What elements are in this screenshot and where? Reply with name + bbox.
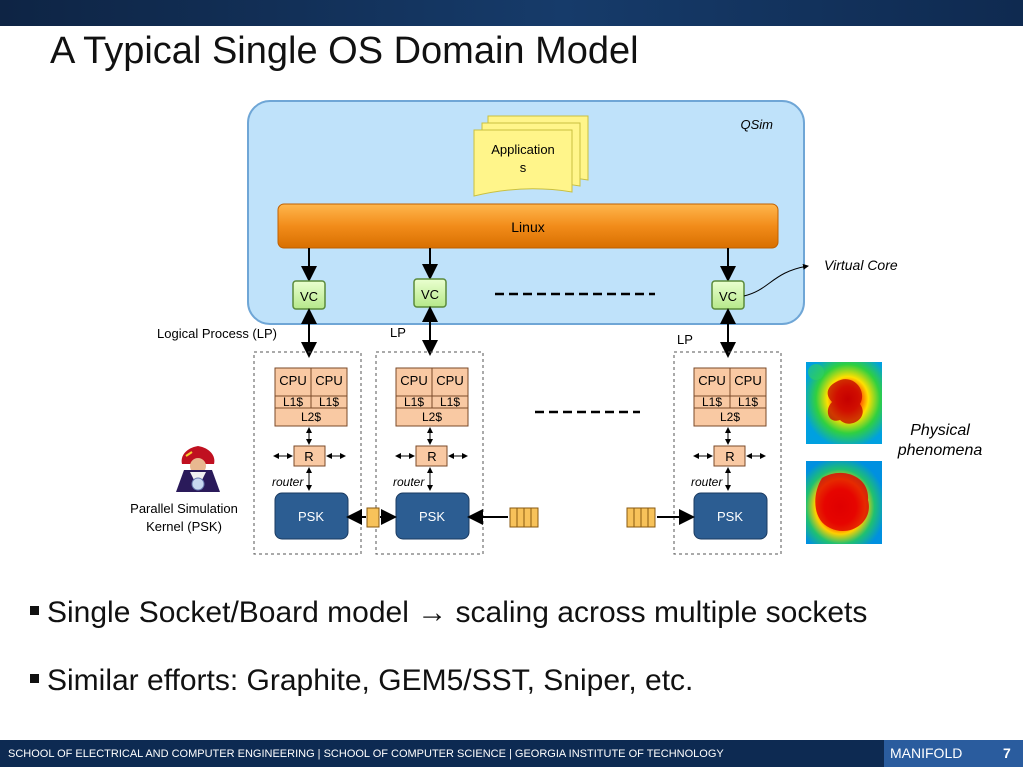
lp2-l1-label-b: L1$ [440,395,460,409]
logical-process-label: Logical Process (LP) [157,326,277,341]
lp1-l2-label: L2$ [301,410,321,424]
physical-phenomena-line1: Physical [910,422,970,439]
top-banner [0,0,1023,26]
heatmap-image-1 [806,362,882,444]
bullet-text-1: Single Socket/Board model → scaling acro… [47,596,868,629]
vc-label-3: VC [719,289,737,304]
vc-label-2: VC [421,287,439,302]
lp-label-3: LP [677,332,693,347]
bullet-item-1: Single Socket/Board model → scaling acro… [30,596,867,630]
lp2-l2-label: L2$ [422,410,442,424]
logical-process-1 [253,351,362,555]
logical-process-3 [673,351,782,555]
lp1-router-label: R [304,449,313,464]
lp2-l1-label-a: L1$ [404,395,424,409]
applications-documents [473,115,589,197]
lp3-l1-label-b: L1$ [738,395,758,409]
bullet-marker [30,605,39,615]
lp1-l1-label-b: L1$ [319,395,339,409]
lp3-cpu-label-b: CPU [734,373,761,388]
psk-caption-line2: Kernel (PSK) [146,519,222,534]
lp1-router-text: router [272,475,304,489]
virtual-core-label: Virtual Core [824,257,898,273]
lp2-cpu-label-b: CPU [436,373,463,388]
applications-label-line2: s [520,160,527,175]
lp2-psk-label: PSK [419,509,445,524]
footer-brand-label: MANIFOLD [890,745,963,761]
page-number: 7 [1003,745,1011,761]
lp3-psk-label: PSK [717,509,743,524]
applications-label-line1: Application [491,142,555,157]
lp3-l2-label: L2$ [720,410,740,424]
bullet-marker [30,673,39,683]
virtual-core-callout [743,263,809,297]
footer-text: SCHOOL OF ELECTRICAL AND COMPUTER ENGINE… [8,748,724,760]
lp3-l1-label-a: L1$ [702,395,722,409]
lp3-router-label: R [725,449,734,464]
bullet-item-2: Similar efforts: Graphite, GEM5/SST, Sni… [30,664,693,698]
lp1-cpu-label-b: CPU [315,373,342,388]
qsim-label: QSim [741,117,774,132]
psk-caption-line1: Parallel Simulation [130,501,238,516]
lp1-l1-label-a: L1$ [283,395,303,409]
lp2-cpu-label-a: CPU [400,373,427,388]
logical-process-2 [375,351,484,555]
vc-label-1: VC [300,289,318,304]
lp-label-2: LP [390,325,406,340]
linux-label: Linux [511,219,544,235]
heatmap-image-2 [806,461,882,544]
bullet-text-2: Similar efforts: Graphite, GEM5/SST, Sni… [47,664,694,697]
physical-phenomena-line2: phenomena [897,442,983,459]
lp1-cpu-label-a: CPU [279,373,306,388]
lp3-cpu-label-a: CPU [698,373,725,388]
lp1-psk-label: PSK [298,509,324,524]
lp3-router-text: router [691,475,723,489]
footer-bar [0,740,1023,767]
lp2-router-text: router [393,475,425,489]
psk-message-queues [346,507,695,528]
linux-bar [277,203,779,249]
slide-title: A Typical Single OS Domain Model [50,30,639,72]
wizard-icon [176,446,220,492]
footer-brand-block [884,740,1023,767]
lp2-router-label: R [427,449,436,464]
